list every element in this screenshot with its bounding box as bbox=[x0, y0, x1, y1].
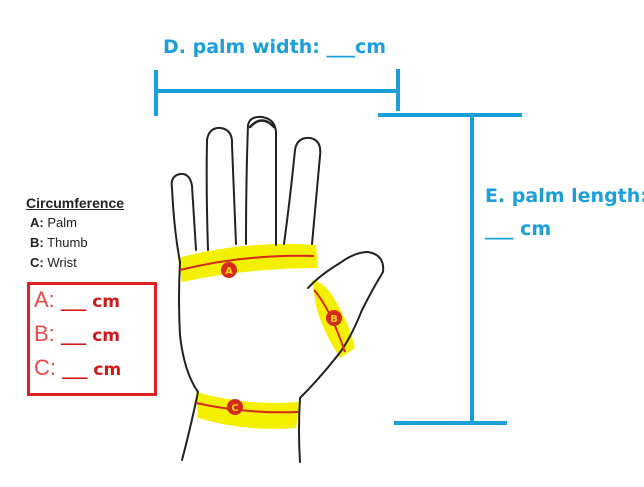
answer-row-palm: A:___ cm bbox=[34, 287, 120, 313]
legend-key: C: bbox=[30, 255, 44, 270]
hand-outline bbox=[170, 115, 385, 463]
legend-value: Thumb bbox=[43, 235, 88, 250]
palm-length-label: E. palm length: bbox=[485, 185, 644, 207]
answer-letter: B: bbox=[34, 321, 55, 346]
answer-row-thumb: B:___ cm bbox=[34, 321, 120, 347]
answer-letter: A: bbox=[34, 287, 55, 312]
circumference-answer-box: A:___ cm B:___ cm C:___ cm bbox=[27, 282, 157, 396]
legend-key: B: bbox=[30, 235, 44, 250]
palm-length-blank: ___ cm bbox=[485, 218, 552, 240]
legend-value: Palm bbox=[43, 215, 77, 230]
answer-blank: ___ cm bbox=[62, 360, 122, 380]
marker-c-label: C bbox=[231, 403, 238, 414]
legend-item-wrist: C: Wrist bbox=[26, 253, 124, 273]
marker-b-label: B bbox=[330, 314, 338, 325]
answer-letter: C: bbox=[34, 355, 56, 380]
answer-blank: ___ cm bbox=[60, 326, 121, 346]
answer-blank: ___ cm bbox=[60, 292, 121, 312]
circumference-legend: Circumference A: Palm B: Thumb C: Wrist bbox=[26, 195, 124, 273]
answer-row-wrist: C: ___ cm bbox=[34, 355, 121, 381]
legend-key: A: bbox=[30, 215, 44, 230]
legend-value: Wrist bbox=[43, 255, 77, 270]
palm-length-bracket bbox=[378, 113, 522, 425]
palm-width-bracket bbox=[154, 69, 400, 116]
legend-item-thumb: B: Thumb bbox=[26, 233, 124, 253]
marker-a-label: A bbox=[225, 266, 233, 277]
measurement-lines bbox=[179, 254, 346, 414]
legend-title: Circumference bbox=[26, 195, 125, 211]
marker-c: C bbox=[227, 399, 243, 415]
marker-b: B bbox=[326, 310, 342, 326]
marker-a: A bbox=[221, 262, 237, 278]
legend-item-palm: A: Palm bbox=[26, 213, 124, 233]
palm-width-label: D. palm width: ___cm bbox=[163, 36, 386, 58]
